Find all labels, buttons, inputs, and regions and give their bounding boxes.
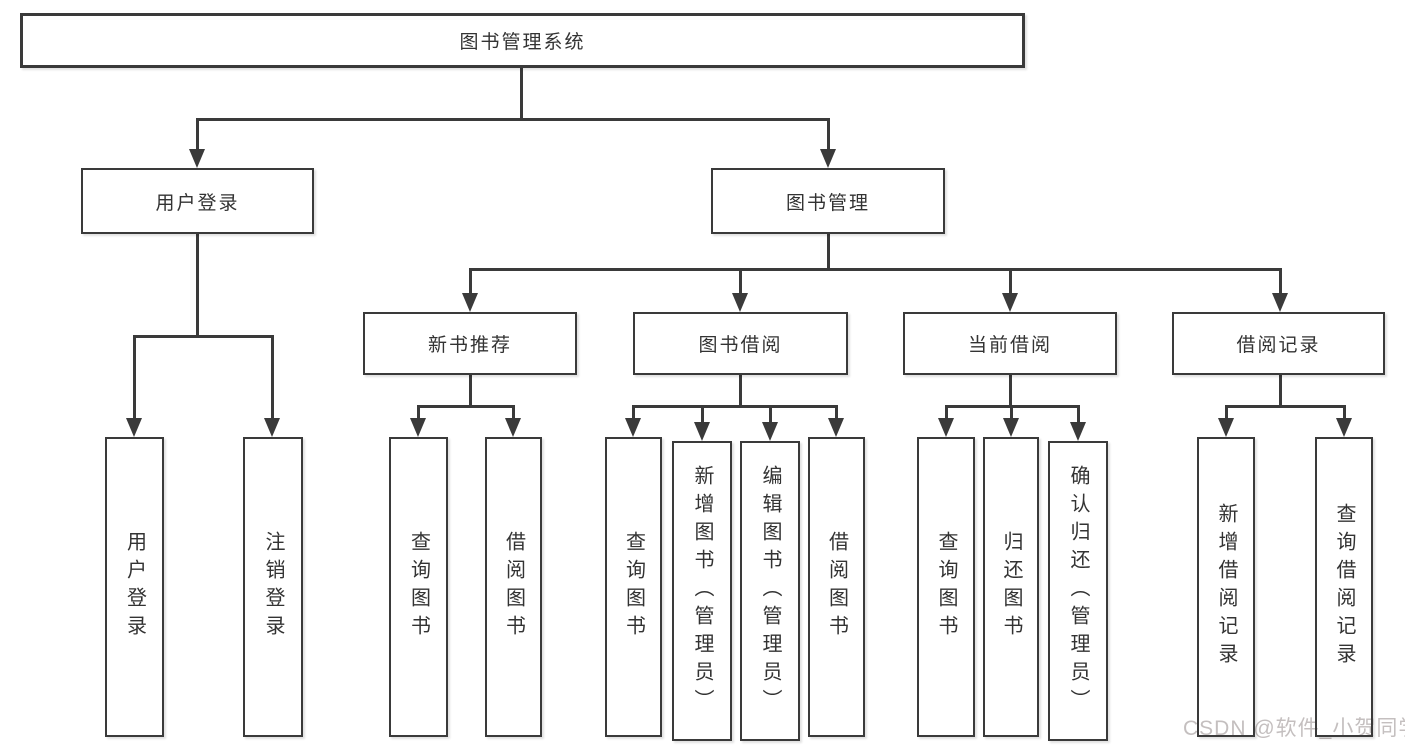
node-book-borrowing: 图书借阅	[633, 312, 848, 375]
arrow-down-icon	[625, 418, 641, 437]
leaf-add-borrow-record: 新增借阅记录	[1197, 437, 1255, 737]
connector-vline	[133, 335, 136, 421]
connector-vline	[1009, 375, 1012, 408]
connector-hline	[1225, 405, 1346, 408]
node-label: 查询图书	[407, 531, 430, 643]
connector-vline	[1225, 405, 1228, 423]
node-label: 用户登录	[123, 531, 146, 643]
connector-vline	[1343, 405, 1346, 423]
connector-hline	[196, 118, 830, 121]
arrow-down-icon	[189, 149, 205, 168]
arrow-down-icon	[505, 418, 521, 437]
node-label: 图书管理	[785, 192, 870, 214]
leaf-borrow-books-recommend: 借阅图书	[485, 437, 542, 737]
connector-hline	[632, 405, 838, 408]
leaf-query-books-recommend: 查询图书	[389, 437, 448, 737]
node-label: 借阅记录	[1236, 335, 1321, 356]
connector-vline	[196, 234, 199, 338]
node-book-management: 图书管理	[711, 168, 945, 234]
arrow-down-icon	[264, 418, 280, 437]
connector-vline	[1279, 268, 1282, 298]
connector-vline	[271, 335, 274, 421]
node-label: 新增图书（管理员）	[691, 465, 713, 717]
node-label: 确认归还（管理员）	[1067, 465, 1089, 717]
arrow-down-icon	[410, 418, 426, 437]
connector-vline	[196, 118, 199, 156]
leaf-user-login: 用户登录	[105, 437, 164, 737]
connector-vline	[512, 405, 515, 423]
connector-vline	[827, 118, 830, 156]
arrow-down-icon	[1218, 418, 1234, 437]
node-label: 查询图书	[622, 531, 645, 643]
node-current-borrowing: 当前借阅	[903, 312, 1117, 375]
node-label: 归还图书	[1000, 531, 1022, 643]
arrow-down-icon	[1003, 418, 1019, 437]
connector-hline	[417, 405, 515, 408]
connector-vline	[739, 268, 742, 298]
connector-vline	[827, 234, 830, 271]
leaf-add-books-admin: 新增图书（管理员）	[672, 441, 732, 741]
node-borrowing-records: 借阅记录	[1172, 312, 1385, 375]
arrow-down-icon	[1070, 422, 1086, 441]
csdn-watermark: CSDN @软件_小贺同学	[1183, 717, 1405, 740]
connector-vline	[739, 375, 742, 408]
leaf-query-borrow-record: 查询借阅记录	[1315, 437, 1373, 737]
node-label: 用户登录	[155, 192, 240, 214]
connector-vline	[701, 405, 704, 427]
arrow-down-icon	[126, 418, 142, 437]
node-label: 新增借阅记录	[1215, 503, 1237, 671]
connector-vline	[945, 405, 948, 423]
node-label: 借阅图书	[502, 531, 525, 643]
leaf-edit-books-admin: 编辑图书（管理员）	[740, 441, 800, 741]
node-label: 查询图书	[935, 531, 957, 643]
node-label: 借阅图书	[825, 531, 848, 643]
leaf-borrow-books: 借阅图书	[808, 437, 865, 737]
connector-hline	[133, 335, 274, 338]
arrow-down-icon	[462, 293, 478, 312]
connector-vline	[520, 68, 523, 121]
connector-vline	[769, 405, 772, 427]
leaf-return-books: 归还图书	[983, 437, 1039, 737]
connector-vline	[417, 405, 420, 423]
connector-vline	[469, 268, 472, 298]
arrow-down-icon	[1336, 418, 1352, 437]
node-label: 图书借阅	[698, 335, 783, 356]
connector-vline	[1009, 268, 1012, 298]
node-label: 编辑图书（管理员）	[759, 465, 781, 717]
node-label: 图书管理系统	[459, 32, 586, 53]
connector-vline	[469, 375, 472, 408]
connector-vline	[1279, 375, 1282, 408]
arrow-down-icon	[762, 422, 778, 441]
node-label: 查询借阅记录	[1333, 503, 1355, 671]
arrow-down-icon	[732, 293, 748, 312]
leaf-query-books-borrow: 查询图书	[605, 437, 662, 737]
arrow-down-icon	[1002, 293, 1018, 312]
node-library-management-system: 图书管理系统	[20, 13, 1025, 68]
arrow-down-icon	[820, 149, 836, 168]
arrow-down-icon	[828, 418, 844, 437]
node-label: 注销登录	[262, 531, 284, 643]
connector-vline	[1010, 405, 1013, 423]
connector-vline	[632, 405, 635, 423]
leaf-logout: 注销登录	[243, 437, 303, 737]
arrow-down-icon	[694, 422, 710, 441]
node-label: 当前借阅	[967, 335, 1052, 356]
connector-vline	[1077, 405, 1080, 427]
arrow-down-icon	[1272, 293, 1288, 312]
connector-vline	[835, 405, 838, 423]
node-new-book-recommendation: 新书推荐	[363, 312, 577, 375]
node-label: 新书推荐	[427, 335, 512, 356]
leaf-confirm-return-admin: 确认归还（管理员）	[1048, 441, 1108, 741]
connector-hline	[469, 268, 1282, 271]
node-user-login: 用户登录	[81, 168, 314, 234]
leaf-query-books-current: 查询图书	[917, 437, 975, 737]
arrow-down-icon	[938, 418, 954, 437]
